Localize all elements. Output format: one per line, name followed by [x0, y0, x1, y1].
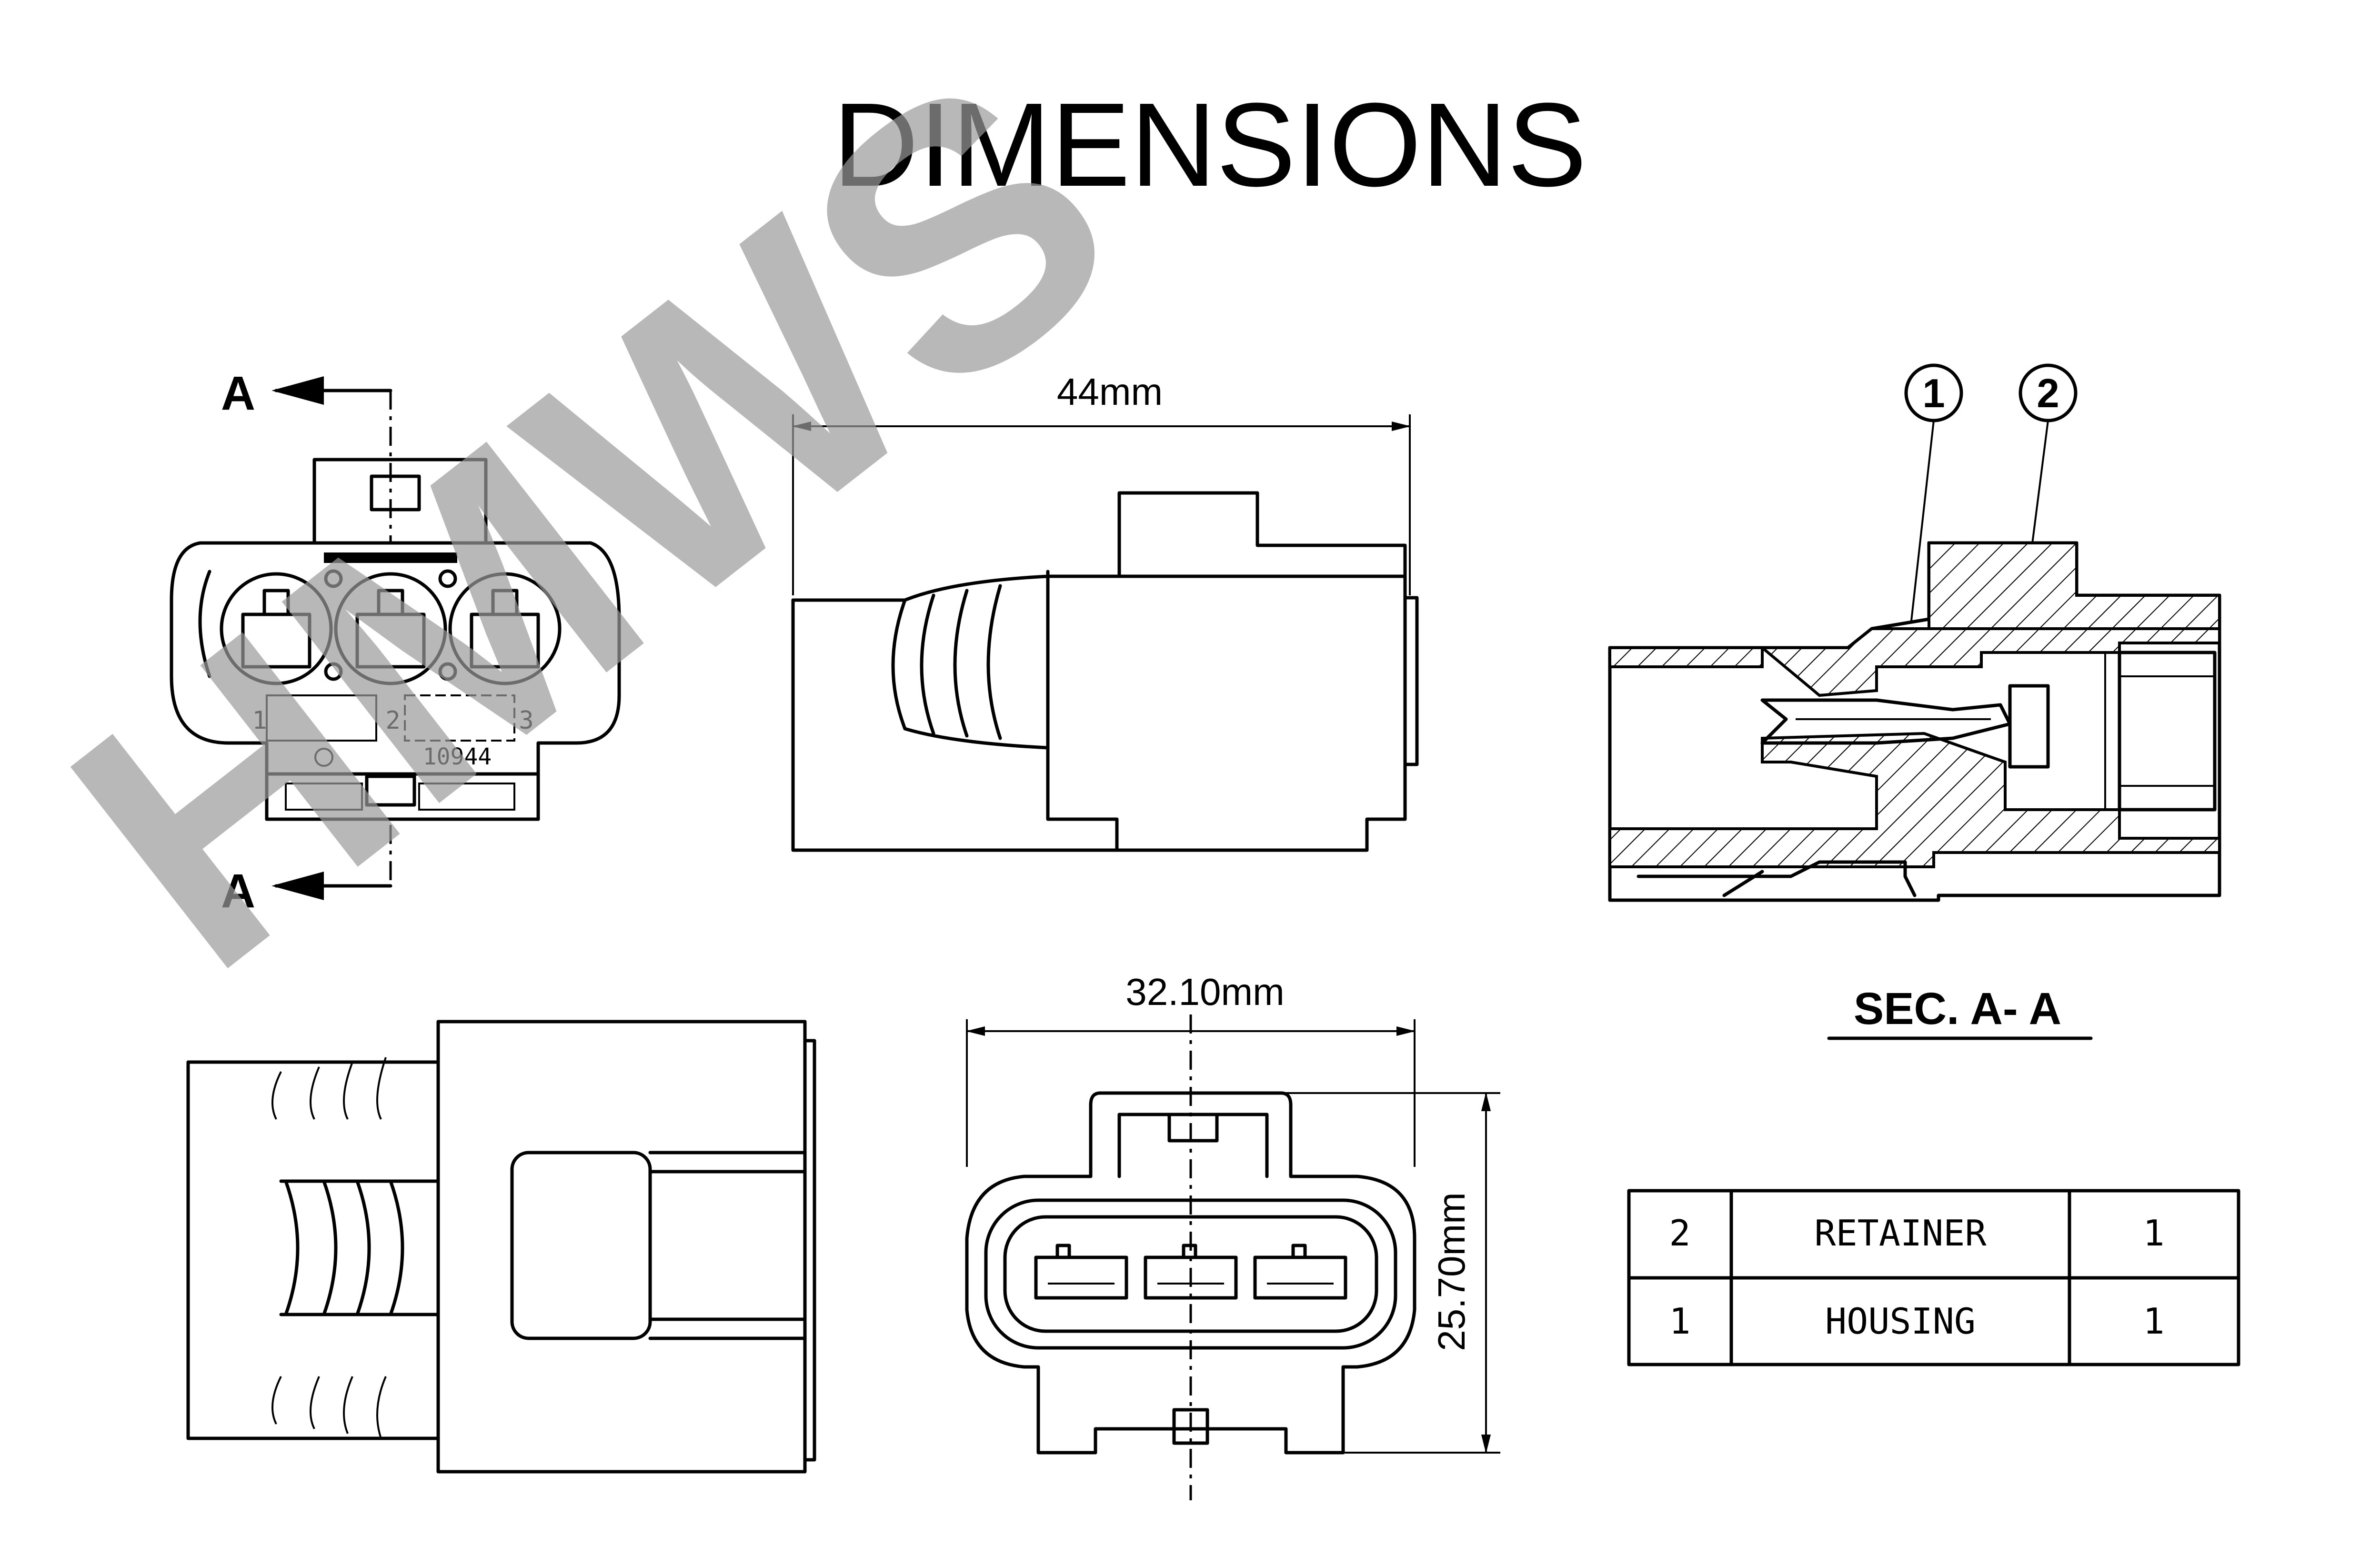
- section-arrow-bottom-head: [271, 872, 324, 900]
- dim-side-length: 44mm: [1057, 371, 1163, 413]
- callout-2: 2: [2037, 371, 2059, 416]
- top-view: [186, 1020, 816, 1474]
- rear-view: 32.10mm 25.70mm: [965, 971, 1500, 1500]
- watermark: HMWS: [1, 0, 1184, 1046]
- side-housing: [1046, 491, 1407, 852]
- pin-number-2: 2: [385, 706, 400, 735]
- pin-number-3: 3: [519, 706, 533, 735]
- page-title: DIMENSIONS: [833, 78, 1587, 211]
- dim-rear-width: 32.10mm: [1125, 971, 1284, 1013]
- section-view: 1 2 SEC. A- A: [1608, 363, 2221, 1040]
- row-name: HOUSING: [1825, 1300, 1976, 1342]
- logo-mark: [314, 748, 333, 767]
- section-marker-top: A: [221, 367, 255, 420]
- row-qty: 1: [2143, 1300, 2164, 1342]
- row-qty: 1: [2143, 1212, 2164, 1254]
- callout-1: 1: [1922, 371, 1945, 416]
- table-row: 1 HOUSING 1: [1669, 1300, 2164, 1342]
- top-housing: [436, 1020, 816, 1474]
- parts-table: 2 RETAINER 1 1 HOUSING 1: [1627, 1189, 2240, 1366]
- section-label: SEC. A- A: [1854, 984, 2061, 1034]
- front-latch: [312, 458, 488, 545]
- side-view: 44mm: [791, 371, 1419, 852]
- table-row: 2 RETAINER 1: [1669, 1212, 2164, 1254]
- row-name: RETAINER: [1814, 1212, 1987, 1254]
- row-no: 1: [1669, 1300, 1690, 1342]
- front-view: A A 1 2 3 10944: [170, 367, 621, 918]
- row-no: 2: [1669, 1212, 1690, 1254]
- dim-rear-height: 25.70mm: [1430, 1192, 1473, 1351]
- section-marker-bottom: A: [221, 864, 255, 918]
- part-code: 10944: [423, 743, 492, 770]
- section-arrow-top-head: [271, 376, 324, 405]
- pin-number-1: 1: [252, 706, 267, 735]
